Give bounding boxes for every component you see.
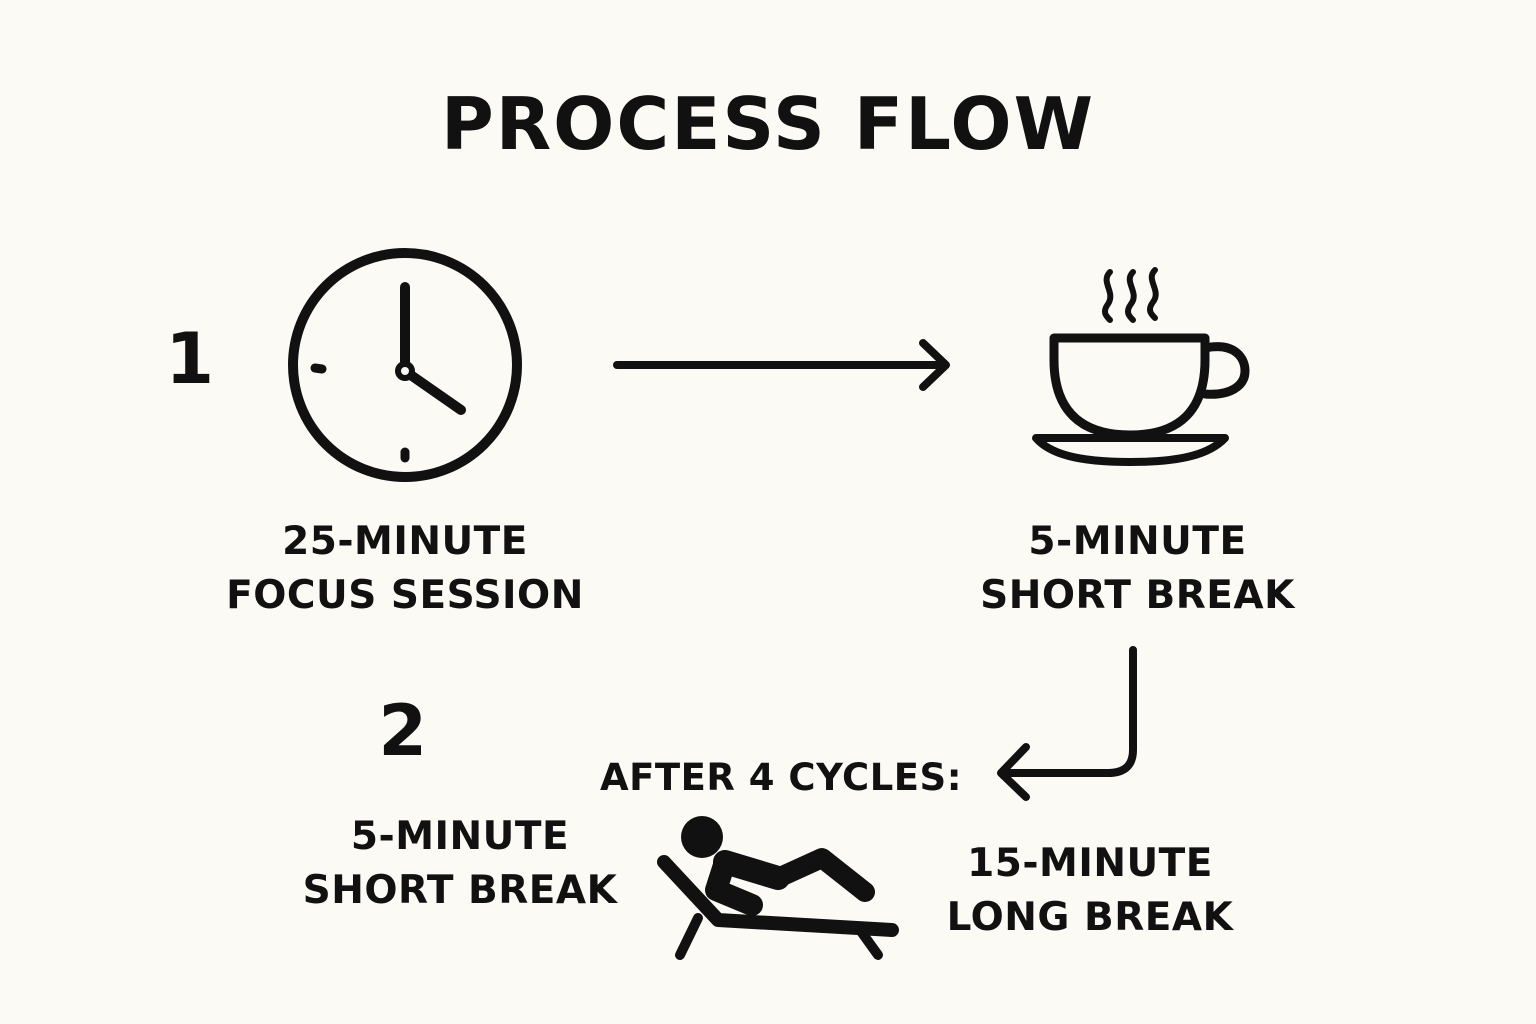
short-break-label-bottom: 5-MINUTE SHORT BREAK — [285, 810, 635, 918]
clock-icon — [288, 248, 522, 482]
page-title: PROCESS FLOW — [440, 82, 1096, 166]
step-number-2: 2 — [378, 690, 428, 772]
focus-session-label: 25-MINUTE FOCUS SESSION — [205, 515, 605, 623]
short-break-label-top: 5-MINUTE SHORT BREAK — [955, 515, 1320, 623]
coffee-cup-icon — [1032, 267, 1250, 466]
focus-duration-text: 25-MINUTE — [282, 519, 528, 564]
cycles-note: AFTER 4 CYCLES: — [600, 756, 962, 799]
short-break-top-name-text: SHORT BREAK — [980, 572, 1295, 618]
long-break-name-text: LONG BREAK — [946, 894, 1234, 940]
short-break-bottom-name-text: SHORT BREAK — [302, 867, 618, 913]
arrow-right-icon — [613, 339, 950, 391]
long-break-label: 15-MINUTE LONG BREAK — [925, 837, 1255, 945]
arrow-down-left-icon — [997, 646, 1137, 801]
long-break-duration-text: 15-MINUTE — [967, 841, 1213, 886]
focus-name-text: FOCUS SESSION — [226, 572, 584, 618]
reclining-person-icon — [657, 816, 899, 960]
step-number-1: 1 — [165, 318, 215, 400]
short-break-top-duration-text: 5-MINUTE — [1028, 519, 1247, 564]
short-break-bottom-duration-text: 5-MINUTE — [350, 814, 570, 859]
